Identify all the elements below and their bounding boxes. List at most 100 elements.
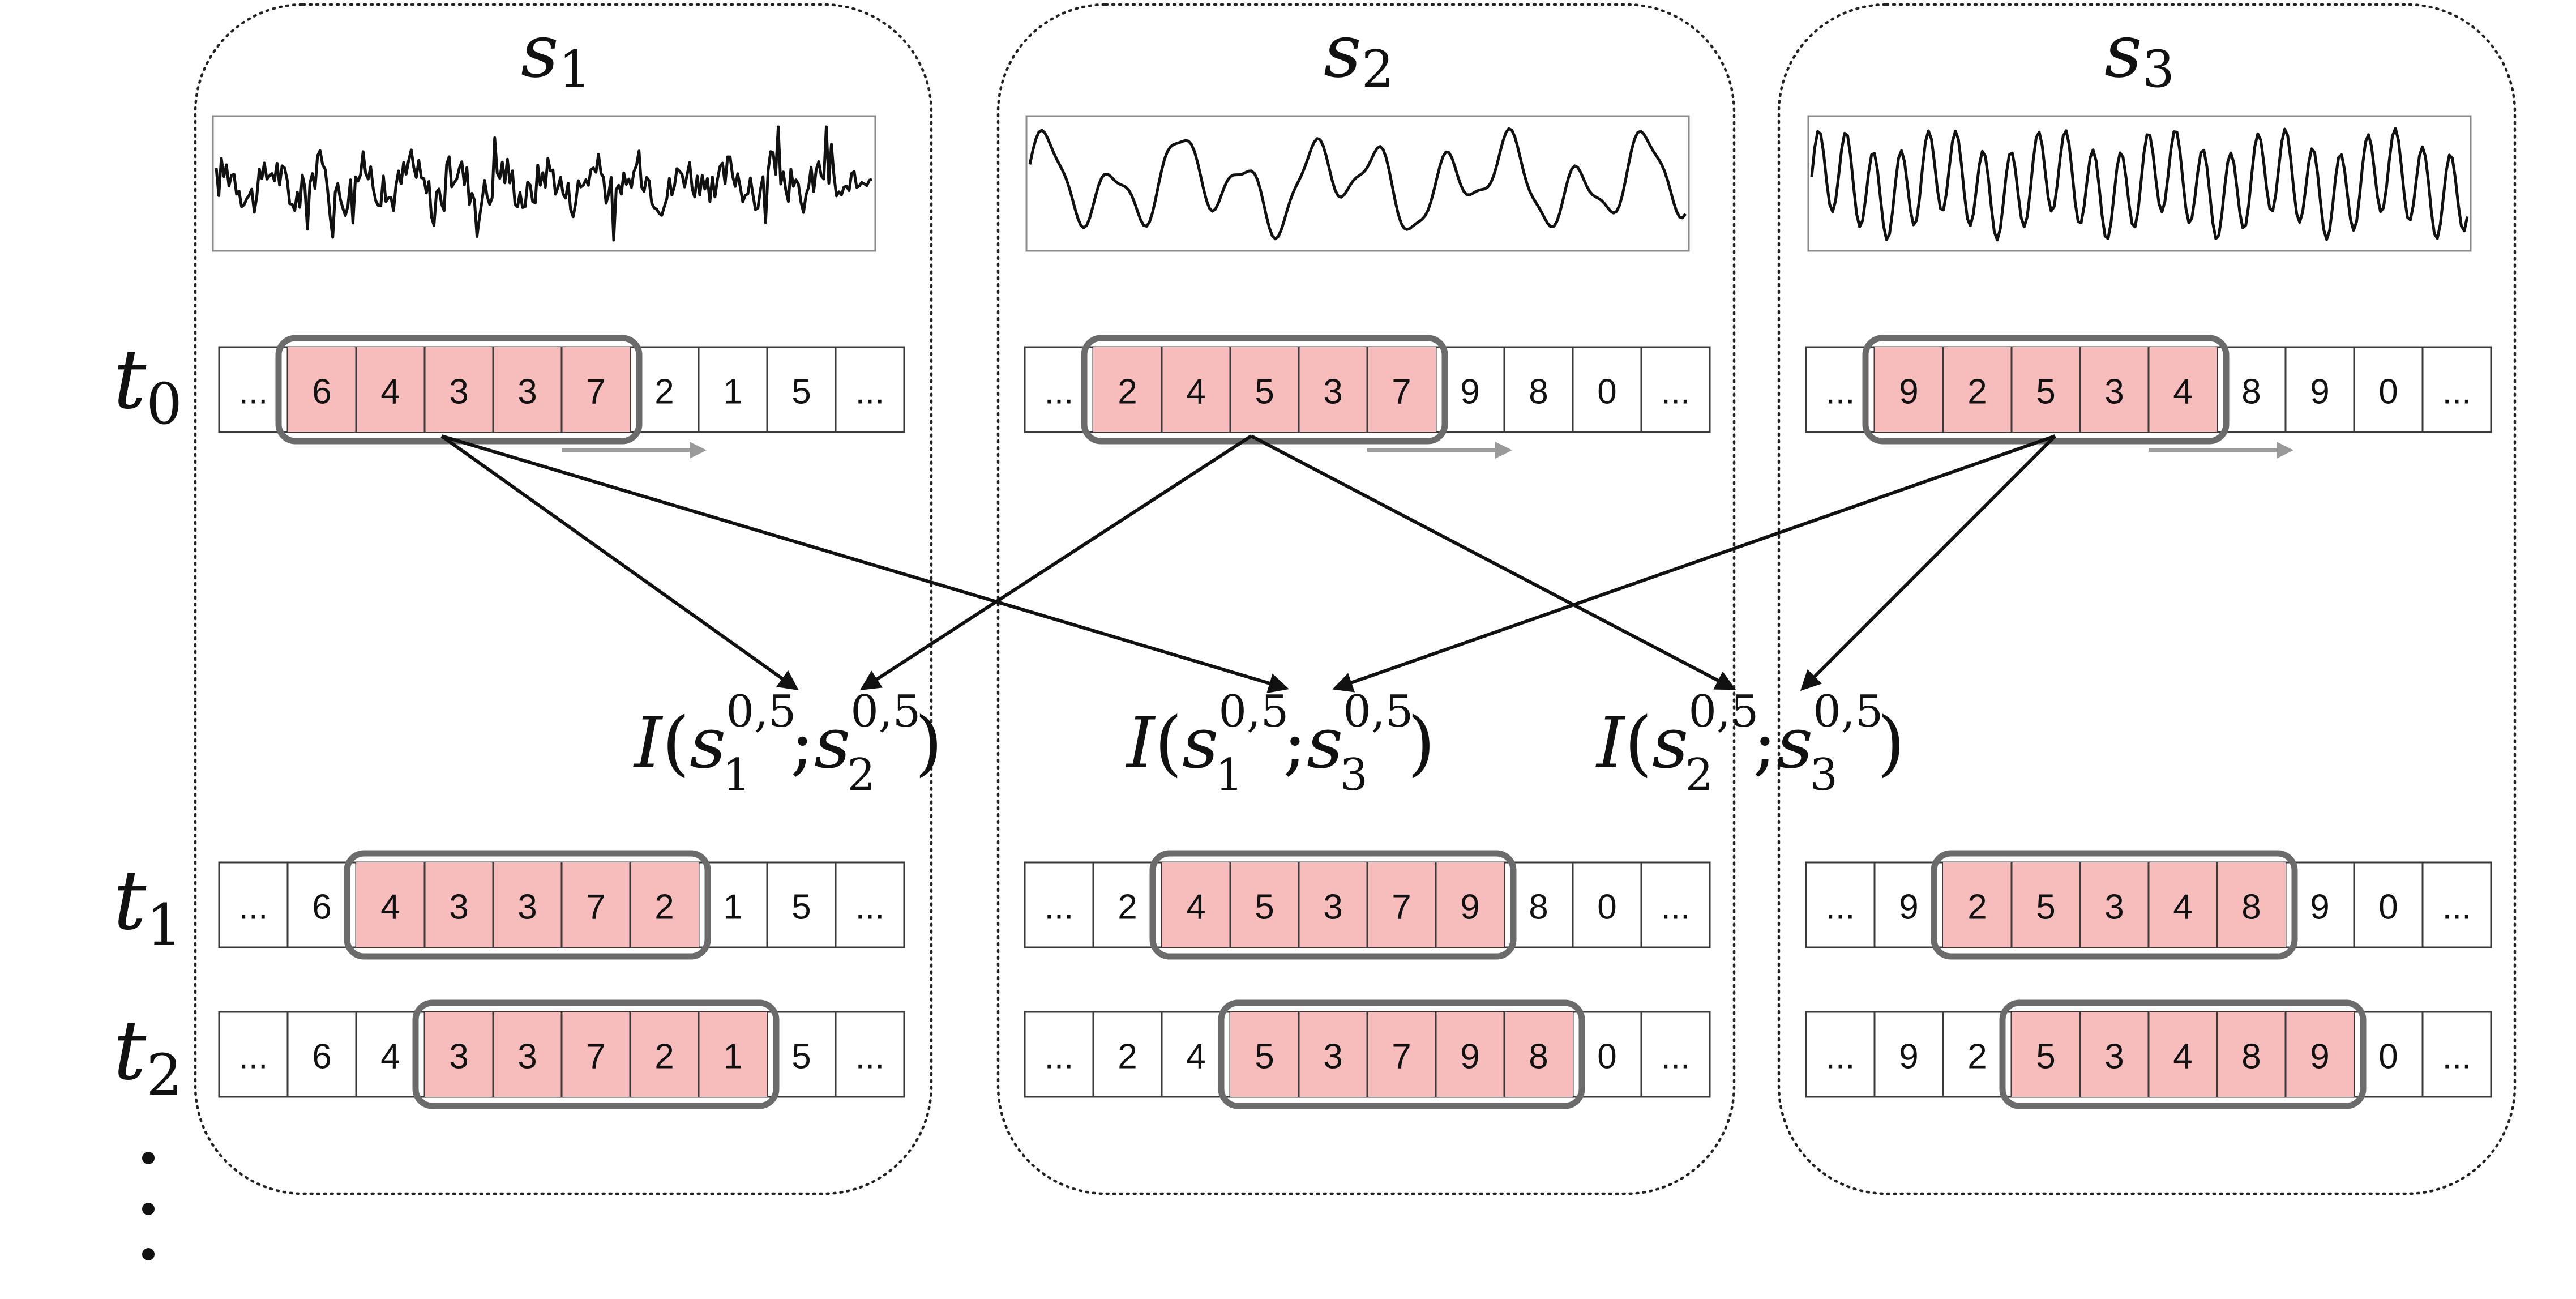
time-label-symbol: t <box>113 332 147 428</box>
sliding-window-1-t1 <box>344 850 711 960</box>
mi-first-superscript: 0,5 <box>1218 686 1289 737</box>
sequence-value: ... <box>2442 1037 2472 1076</box>
sequence-value: 2 <box>1118 373 1137 412</box>
sequence-value: 3 <box>1323 1037 1342 1076</box>
mi-second-signal: s <box>1777 702 1813 784</box>
sequence-value: ... <box>239 1037 268 1076</box>
sequence-value: 3 <box>1323 888 1342 927</box>
sequence-value: 7 <box>586 1037 605 1076</box>
sequence-value: 3 <box>517 1037 537 1076</box>
sequence-value: 5 <box>1255 888 1274 927</box>
sequence-cell <box>1092 1011 1163 1098</box>
sequence-value: 4 <box>2173 888 2192 927</box>
mi-symbol: I <box>1126 702 1156 784</box>
window-fill <box>425 1012 767 1097</box>
sequence-value: 8 <box>1529 888 1548 927</box>
signal-panel-3 <box>1777 3 2517 1195</box>
mi-open-paren: ( <box>662 702 690 784</box>
sequence-value: 1 <box>723 1037 742 1076</box>
sequence-value: 5 <box>791 373 811 412</box>
sequence-value: 8 <box>2241 373 2261 412</box>
signal-name-symbol: s <box>521 8 559 94</box>
mi-arrow-s3-to-mi3 <box>1800 434 2057 691</box>
window-fill <box>356 862 699 947</box>
sequence-value: 3 <box>2104 888 2124 927</box>
sequence-value: 0 <box>2378 1037 2398 1076</box>
sequence-value: 3 <box>2104 1037 2124 1076</box>
signal-panel-1 <box>194 3 933 1195</box>
sequence-value: 7 <box>1392 373 1411 412</box>
sequence-value: ... <box>1045 888 1074 927</box>
sequence-value: 4 <box>380 1037 400 1076</box>
sequence-value: ... <box>855 888 885 927</box>
sequence-value: 3 <box>517 888 537 927</box>
sequence-cell <box>1572 861 1642 948</box>
sequence-value: 7 <box>586 888 605 927</box>
mi-open-paren: ( <box>1154 702 1182 784</box>
window-fill <box>1943 862 2286 947</box>
sequence-value: 0 <box>2378 888 2398 927</box>
sliding-window-2-t1 <box>1149 850 1517 960</box>
sequence-value: 2 <box>1118 888 1137 927</box>
mi-second-superscript: 0,5 <box>1813 686 1883 737</box>
sequence-value: 9 <box>2310 1037 2329 1076</box>
sequence-cell <box>286 1011 357 1098</box>
mi-first-signal: s <box>1182 702 1218 784</box>
sequence-value: 6 <box>312 888 331 927</box>
mi-second-subscript: 3 <box>1340 750 1368 801</box>
mi-separator: ; <box>1753 702 1777 784</box>
mi-arrow-s3-to-mi2 <box>1332 434 2056 693</box>
sliding-window-2-t2 <box>1218 999 1585 1109</box>
sequence-cell <box>766 346 837 433</box>
vertical-ellipsis-dot <box>142 1248 155 1260</box>
sequence-value: ... <box>855 373 885 412</box>
signal-name-symbol: s <box>2104 8 2142 94</box>
mi-first-superscript: 0,5 <box>1688 686 1758 737</box>
sequence-value: 7 <box>1392 1037 1411 1076</box>
sequence-value: 6 <box>312 373 331 412</box>
sequence-value: 0 <box>1597 373 1616 412</box>
sequence-value: ... <box>2442 888 2472 927</box>
window-fill <box>288 347 630 432</box>
sequence-value: 8 <box>2241 1037 2261 1076</box>
sequence-cell <box>1805 1011 1876 1098</box>
sequence-value: 5 <box>1255 1037 1274 1076</box>
time-label-symbol: t <box>113 853 147 948</box>
sequence-value: 2 <box>1967 373 1987 412</box>
window-fill <box>1230 1012 1573 1097</box>
sequence-value: ... <box>1045 1037 1074 1076</box>
time-label-t0: t0 <box>113 332 182 437</box>
mi-arrow-s1-to-mi2 <box>441 434 1289 694</box>
sequence-value: 3 <box>449 888 468 927</box>
sliding-window-3-t1 <box>1931 850 2298 960</box>
sequence-value: 0 <box>1597 888 1616 927</box>
time-label-symbol: t <box>113 1003 147 1099</box>
sequence-value: 3 <box>2104 373 2124 412</box>
waveform-3 <box>1810 127 2469 242</box>
sequence-cell <box>2421 346 2492 433</box>
sequence-value: 4 <box>1186 1037 1205 1076</box>
waveform-frame-2 <box>1025 115 1690 252</box>
sequence-value: ... <box>239 373 268 412</box>
sequence-value: 2 <box>654 1037 674 1076</box>
vertical-ellipsis-dot <box>142 1203 155 1215</box>
sliding-window-1-t2 <box>412 999 780 1109</box>
sequence-value: 4 <box>1186 373 1205 412</box>
mi-symbol: I <box>633 702 664 784</box>
signal-name-3: s3 <box>2104 8 2175 99</box>
time-label-t1: t1 <box>113 853 182 958</box>
sequence-value: 2 <box>654 373 674 412</box>
sequence-value: ... <box>1661 1037 1691 1076</box>
sequence-value: 5 <box>791 1037 811 1076</box>
window-fill <box>1162 862 1504 947</box>
sequence-cell <box>835 861 905 948</box>
sequence-value: 8 <box>2241 888 2261 927</box>
sequence-cell <box>2353 346 2424 433</box>
time-label-t2: t2 <box>113 1003 182 1108</box>
sequence-value: 2 <box>1967 888 1987 927</box>
mi-open-paren: ( <box>1624 702 1652 784</box>
